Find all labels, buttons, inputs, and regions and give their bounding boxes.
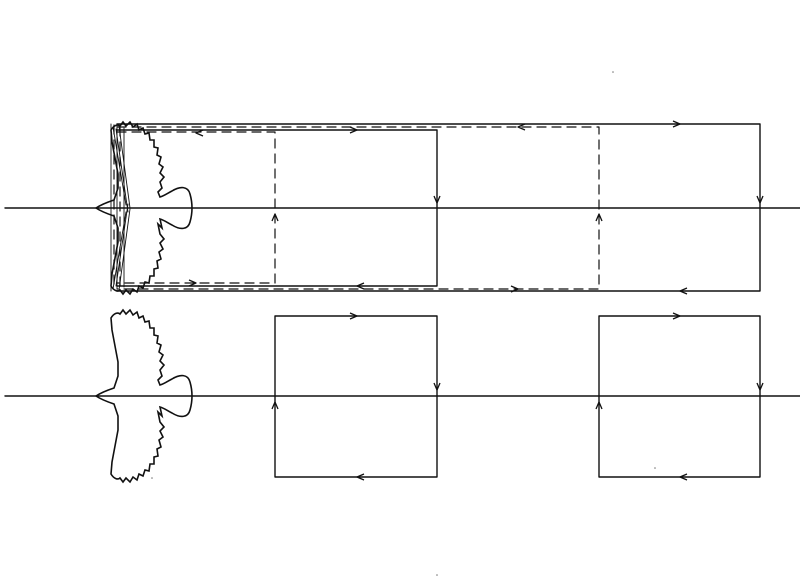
lower-loop-1: [274, 315, 438, 478]
scan-speck-3: [151, 477, 153, 479]
upper-loop-2: [116, 129, 438, 287]
scan-speck-4: [612, 71, 614, 73]
lower-arrow-top-1: [349, 312, 358, 320]
upper-arrow-top-2: [349, 126, 358, 134]
upper-arrow-vert-1: [271, 213, 279, 222]
lower-arrow-vert-1: [271, 401, 279, 410]
upper-arrow-top-4: [672, 120, 681, 128]
lower-arrow-vert-4: [756, 382, 764, 391]
upper-wing-fan-1: [112, 126, 127, 206]
upper-arrow-top-3: [517, 123, 526, 131]
upper-arrow-bottom-2: [356, 282, 365, 290]
scan-speck-2: [654, 467, 656, 469]
upper-wing-fan-4: [112, 211, 127, 290]
upper-arrow-bottom-3: [510, 285, 519, 293]
upper-arrow-vert-2: [433, 195, 441, 204]
upper-arrow-vert-3: [595, 213, 603, 222]
upper-loop-1: [116, 131, 276, 284]
lower-arrow-vert-2: [433, 382, 441, 391]
scan-speck-1: [436, 574, 438, 576]
lower-arrow-bottom-1: [356, 473, 365, 481]
upper-arrow-bottom-1: [188, 279, 197, 287]
upper-loop-4: [116, 123, 761, 292]
upper-wing-fan-6: [118, 208, 131, 291]
lower-arrow-vert-3: [595, 401, 603, 410]
lower-arrow-bottom-2: [679, 473, 688, 481]
upper-arrow-vert-4: [756, 195, 764, 204]
upper-wing-fan-3: [118, 125, 131, 209]
lower-arrow-top-2: [672, 312, 681, 320]
upper-arrow-bottom-4: [679, 287, 688, 295]
upper-wing-fan-2: [115, 128, 129, 213]
lower-loop-2: [598, 315, 761, 478]
upper-loop-3: [116, 126, 600, 290]
upper-wing-fan-5: [115, 203, 129, 287]
upper-arrow-top-1: [195, 129, 204, 137]
